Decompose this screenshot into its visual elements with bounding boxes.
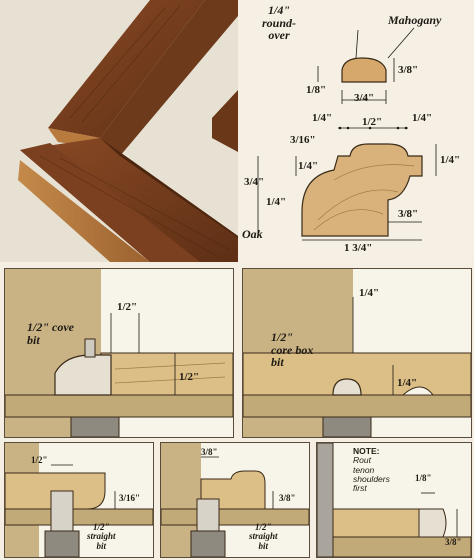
dim-1-3-4: 1 3/4" — [344, 242, 373, 254]
cove-dim-top: 1/2" — [117, 301, 138, 313]
roundover-label: 1/4" round- over — [262, 4, 296, 42]
frame-corner-illustration — [0, 0, 238, 262]
straight1-dim-side: 3/16" — [119, 493, 140, 503]
tenon-note: NOTE: Rout tenon shoulders first — [353, 446, 390, 494]
straight2-bit-size: 1/2" — [255, 522, 272, 532]
cove-bit-label: 1/2" cove bit — [27, 321, 74, 346]
core-box-bit-drawing — [243, 269, 471, 437]
core-box-bit-word2: bit — [271, 355, 284, 370]
straight2-bit-label: 1/2" straight bit — [249, 522, 278, 551]
dim-1-4-rside: 1/4" — [440, 154, 461, 166]
roundover-word1: round- — [262, 15, 297, 30]
straight2-dim-side: 3/8" — [279, 493, 296, 503]
core-box-bit-size: 1/2" — [271, 330, 293, 344]
dim-3-4-left: 3/4" — [244, 176, 265, 188]
dim-1-4-left: 1/4" — [312, 112, 333, 124]
cove-bit-size: 1/2" cove — [27, 320, 74, 334]
step-cove-bit: 1/2" cove bit 1/2" 1/2" — [4, 268, 234, 438]
tenon-drawing — [317, 443, 471, 557]
dim-1-2: 1/2" — [362, 116, 383, 128]
dim-3-8-bottom: 3/8" — [398, 208, 419, 220]
cove-bit-word: bit — [27, 332, 40, 347]
oak-label: Oak — [242, 227, 263, 241]
step-straight-bit-2: 3/8" 3/8" 1/2" straight bit — [160, 442, 310, 558]
step-tenon: NOTE: Rout tenon shoulders first 1/8" 3/… — [316, 442, 472, 558]
straight2-bit-word1: straight — [249, 531, 278, 542]
frame-photo — [0, 0, 238, 262]
dim-1-4-right: 1/4" — [412, 112, 433, 124]
dim-3-8-top: 3/8" — [398, 64, 419, 76]
note-line-1: Rout — [353, 455, 371, 466]
cove-bit-drawing — [5, 269, 233, 437]
mahogany-label: Mahogany — [388, 13, 442, 27]
cove-dim-side: 1/2" — [179, 371, 200, 383]
straight1-bit-size: 1/2" — [93, 522, 110, 532]
straight-bit-2-drawing — [161, 443, 309, 557]
roundover-word2: over — [268, 28, 290, 43]
tenon-dim-side: 3/8" — [445, 537, 462, 547]
straight-bit-1-drawing — [5, 443, 153, 557]
straight1-dim-top: 1/2" — [31, 455, 48, 465]
step-straight-bit-1: 1/2" 3/16" 1/2" straight bit — [4, 442, 154, 558]
dim-3-4-top: 3/4" — [354, 92, 375, 104]
straight1-bit-label: 1/2" straight bit — [87, 522, 116, 551]
roundover-size: 1/4" — [268, 3, 290, 17]
step-core-box-bit: 1/2" core box bit 1/4" 1/4" — [242, 268, 472, 438]
dim-3-16: 3/16" — [290, 134, 316, 146]
core-box-dim-top: 1/4" — [359, 287, 380, 299]
core-box-bit-word1: core box — [271, 342, 314, 357]
note-line-3: shoulders — [353, 474, 390, 485]
straight1-bit-word1: straight — [87, 531, 116, 542]
straight2-dim-top: 3/8" — [201, 447, 218, 457]
profile-diagram: 1/4" round- over Mahogany Oak 3/8" 1/8" … — [238, 0, 474, 262]
dim-1-4-lower: 1/4" — [266, 196, 287, 208]
dim-1-8: 1/8" — [306, 84, 327, 96]
dim-1-4-side: 1/4" — [298, 160, 319, 172]
core-box-dim-side: 1/4" — [397, 377, 418, 389]
core-box-bit-label: 1/2" core box bit — [271, 331, 313, 369]
note-title: NOTE: — [353, 446, 380, 456]
straight2-bit-word2: bit — [258, 540, 269, 551]
tenon-dim-top: 1/8" — [415, 473, 432, 483]
note-line-4: first — [353, 483, 367, 494]
straight1-bit-word2: bit — [96, 540, 107, 551]
note-line-2: tenon — [353, 464, 375, 475]
profile-drawing — [257, 27, 437, 241]
